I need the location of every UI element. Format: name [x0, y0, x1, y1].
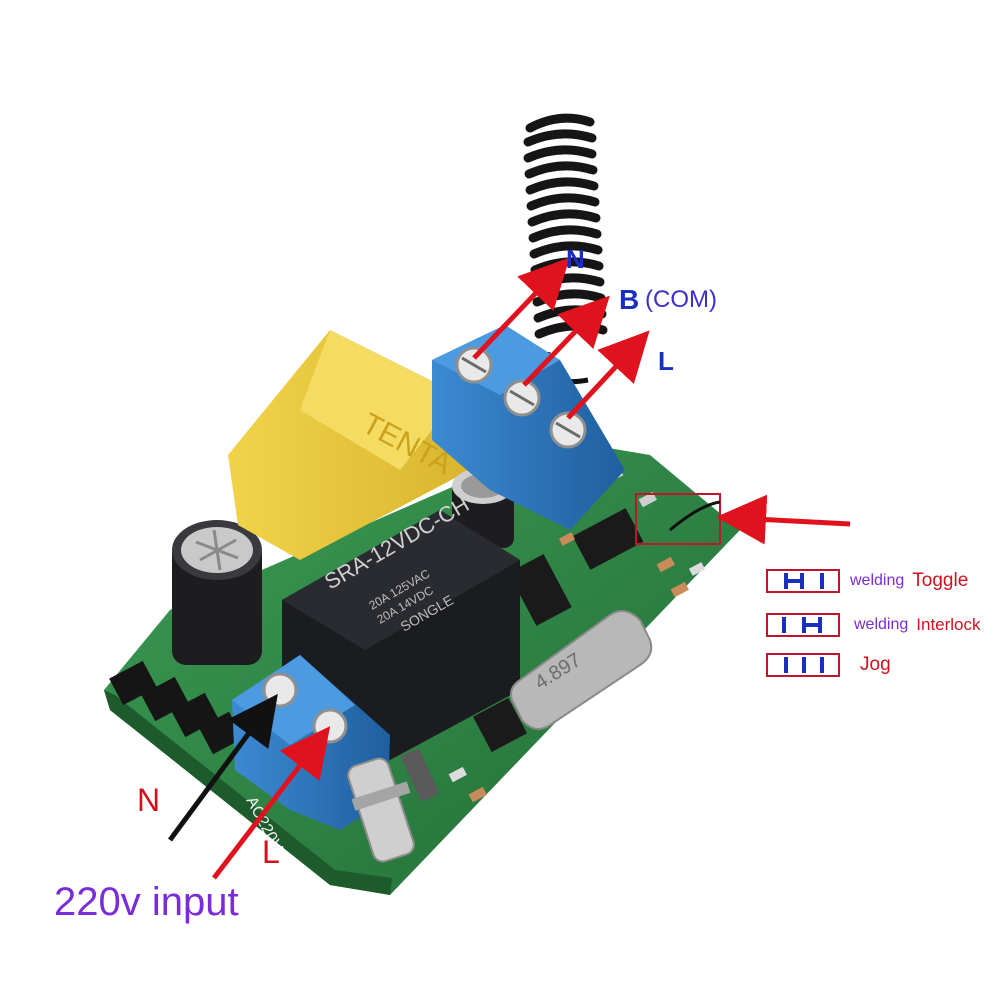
mode-toggle: welding Toggle	[766, 566, 968, 596]
smd-components	[448, 466, 706, 803]
mode-interlock: welding Interlock	[766, 610, 981, 640]
mode-toggle-name: Toggle	[912, 570, 969, 591]
jumper-pattern-hi	[766, 569, 840, 593]
mode-interlock-name: Interlock	[916, 615, 981, 634]
input-caption: 220v input	[54, 880, 239, 924]
input-l-label: L	[262, 834, 280, 870]
crystal-oscillator: 4.897	[510, 610, 653, 730]
output-b-label: B	[619, 284, 640, 315]
output-n-label: N	[566, 244, 585, 274]
mode-jog-name: Jog	[860, 654, 891, 675]
output-l-label: L	[658, 346, 674, 376]
jumper-pattern-ih	[766, 613, 840, 637]
input-n-label: N	[137, 782, 161, 818]
mode-interlock-word: welding	[854, 616, 909, 633]
mode-toggle-word: welding	[850, 572, 905, 589]
electrolytic-capacitor-large	[172, 520, 262, 665]
annotation-arrows	[167, 257, 851, 880]
output-com-label: (COM)	[645, 286, 717, 313]
mode-jog: Jog	[766, 650, 891, 680]
x2-capacitor: TENTA	[228, 330, 470, 560]
fuse	[347, 748, 440, 863]
jumper-pattern-iii	[766, 653, 840, 677]
